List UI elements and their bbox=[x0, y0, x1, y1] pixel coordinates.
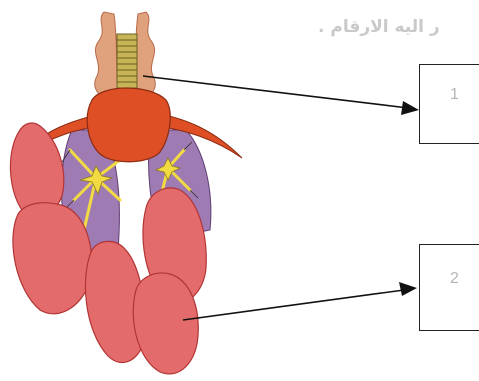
label-box-2[interactable]: 2 bbox=[419, 244, 479, 331]
label-box-1[interactable]: 1 bbox=[419, 64, 479, 144]
lobe-lower-right bbox=[133, 273, 198, 374]
arrow-to-box-1 bbox=[143, 76, 408, 108]
arrowhead-1 bbox=[401, 101, 419, 115]
arrowhead-2 bbox=[399, 282, 417, 296]
central-gland bbox=[87, 88, 170, 162]
question-text: ر اليه الارقام . bbox=[318, 14, 479, 40]
arrow-to-box-2 bbox=[183, 290, 404, 320]
lobe-mid-left bbox=[13, 203, 92, 314]
label-number-2: 2 bbox=[450, 270, 459, 288]
label-number-1: 1 bbox=[450, 86, 459, 104]
